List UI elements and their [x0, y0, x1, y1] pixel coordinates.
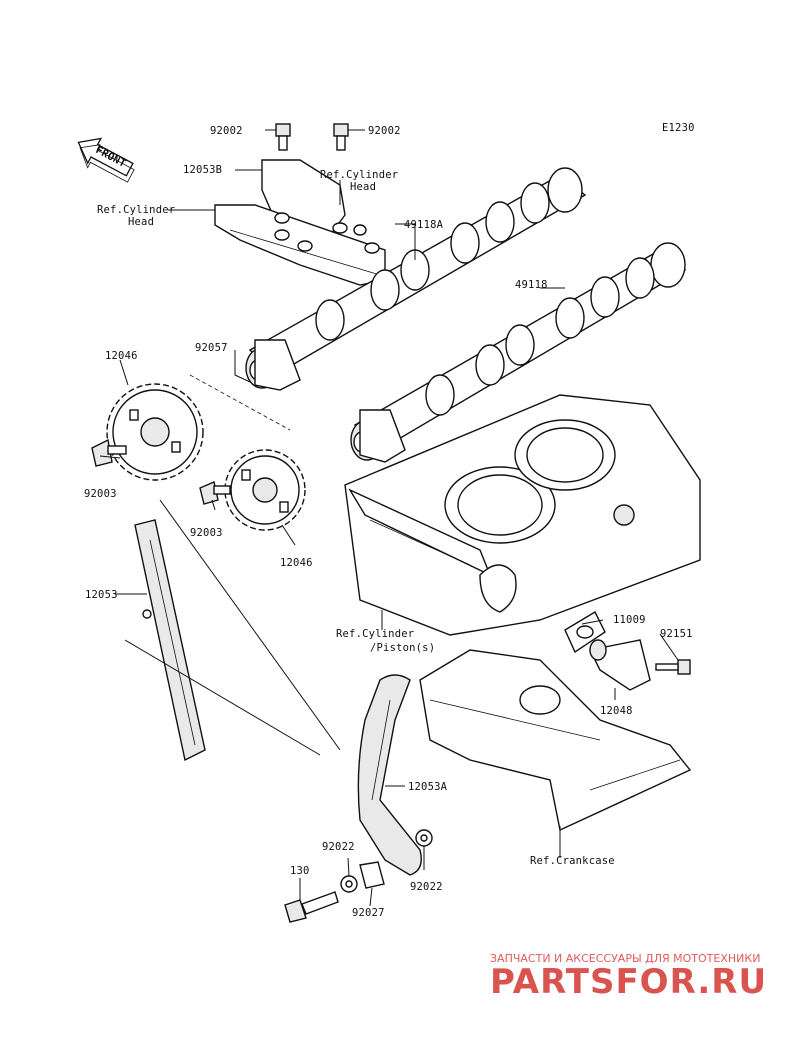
bolt-icon — [284, 891, 339, 923]
bolt-icon — [199, 481, 231, 505]
camshaft-intake — [245, 167, 587, 391]
label-ref-cyl-head-left-1: Ref.Cylinder — [97, 204, 175, 216]
bolt-icon — [91, 438, 127, 467]
label-washer-top: 92022 — [322, 841, 355, 853]
label-chain: 92057 — [195, 342, 228, 354]
washer-icon — [340, 875, 358, 893]
label-bolt-top-left: 92002 — [210, 125, 243, 137]
label-tensioner: 12048 — [600, 705, 633, 717]
watermark-logo: PARTSFOR.RU — [490, 962, 767, 1002]
label-guide-left: 12053 — [85, 589, 118, 601]
label-bolt-tensioner: 92151 — [660, 628, 693, 640]
sprocket-left — [106, 383, 204, 481]
watermark-tagline: ЗАПЧАСТИ И АКСЕССУАРЫ ДЛЯ МОТОТЕХНИКИ — [490, 952, 760, 965]
camshaft-cap — [214, 159, 386, 286]
tensioner — [588, 639, 651, 691]
label-camshaft-a: 49118A — [404, 219, 444, 231]
label-sprocket-left: 12046 — [105, 350, 138, 362]
camshaft-exhaust — [350, 242, 687, 463]
label-ref-cyl-head-right-1: Ref.Cylinder — [320, 169, 398, 181]
label-bolt-top-right: 92002 — [368, 125, 401, 137]
label-washer-right: 92022 — [410, 881, 443, 893]
collar — [359, 861, 385, 889]
label-cap: 12053B — [183, 164, 222, 176]
label-ref-crankcase: Ref.Crankcase — [530, 855, 615, 867]
diagram-code: E1230 — [662, 122, 695, 134]
chain-guide-left — [134, 519, 206, 762]
front-arrow-icon — [77, 137, 135, 183]
leader-lines — [99, 129, 679, 907]
label-guide-right: 12053A — [408, 781, 448, 793]
chain-guide-right — [357, 674, 422, 876]
label-ref-cyl-head-right-2: Head — [350, 181, 376, 193]
sprocket-right — [224, 449, 306, 531]
label-ref-cyl-head-left-2: Head — [128, 216, 154, 228]
bolt-icon — [655, 659, 691, 675]
bolt-icon — [275, 123, 291, 151]
label-bolt-guide: 130 — [290, 865, 310, 877]
label-sprocket-right: 12046 — [280, 557, 313, 569]
crankcase — [419, 649, 692, 832]
washer-icon — [415, 829, 433, 847]
bolt-icon — [333, 123, 349, 151]
label-ref-cyl-piston-2: /Piston(s) — [370, 642, 435, 654]
label-camshaft: 49118 — [515, 279, 548, 291]
label-gasket: 11009 — [613, 614, 646, 626]
label-collar: 92027 — [352, 907, 385, 919]
label-ref-cyl-piston-1: Ref.Cylinder — [336, 628, 414, 640]
label-bolt-sprocket-left: 92003 — [84, 488, 117, 500]
label-bolt-sprocket-right: 92003 — [190, 527, 223, 539]
cylinder-block — [344, 394, 701, 636]
